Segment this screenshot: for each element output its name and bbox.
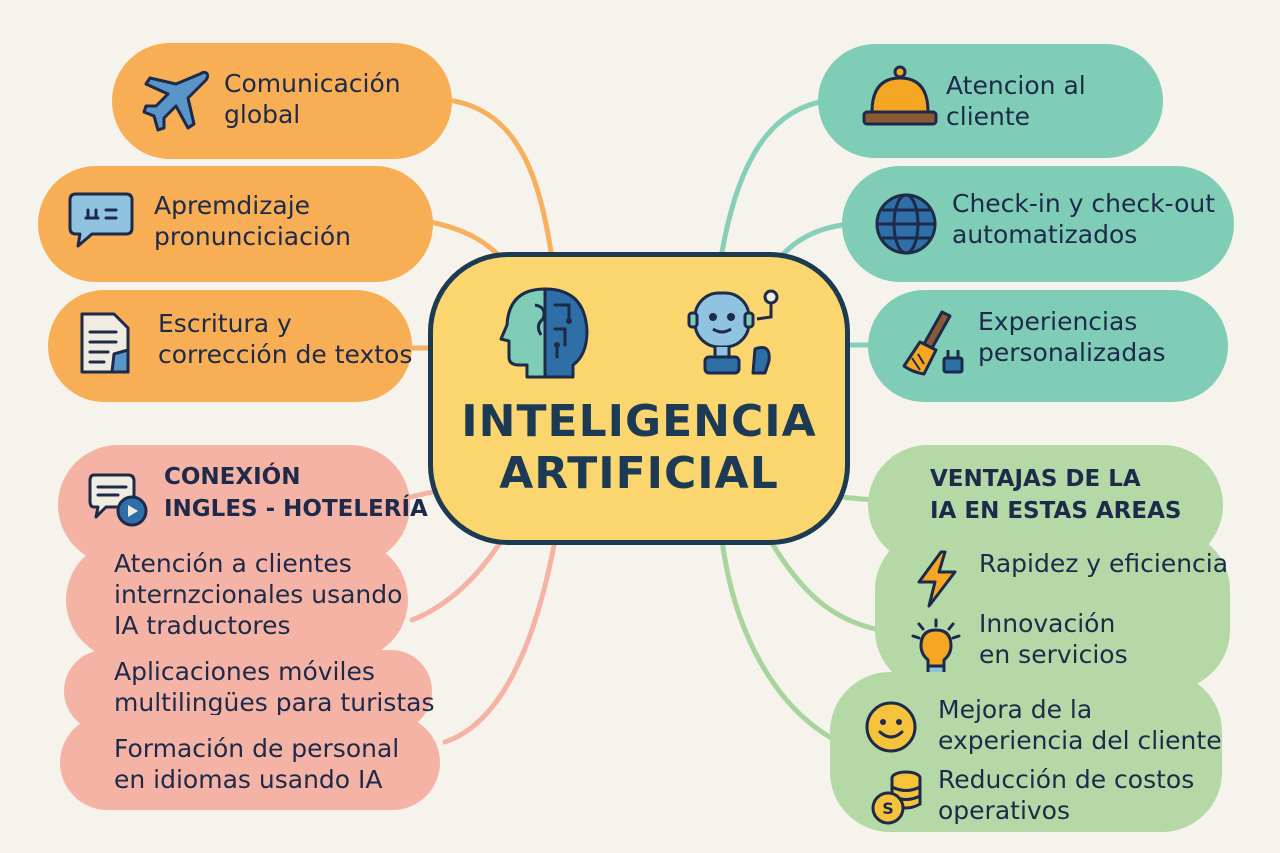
node-label: Atencion al cliente — [946, 71, 1086, 131]
document-icon — [76, 310, 136, 380]
connector-left-bottom-3 — [442, 537, 558, 745]
connector-right-top-1 — [719, 99, 823, 255]
service-bell-icon — [862, 64, 938, 134]
node-label-innovacion: Innovación en servicios — [979, 609, 1128, 669]
connector-left-top-1 — [445, 97, 555, 261]
connector-right-bottom-3 — [719, 537, 838, 743]
node-label: Apremdizaje pronunciciación — [154, 191, 351, 251]
node-escritura-correccion[interactable]: Escritura y corrección de textos — [48, 290, 412, 402]
node-label: Formación de personal en idiomas usando … — [114, 734, 400, 794]
speech-bubble-icon — [66, 190, 136, 256]
smiley-icon — [864, 700, 918, 758]
node-label: Check-in y check-out automatizados — [952, 189, 1216, 249]
node-label: Aplicaciones móviles multilingües para t… — [114, 657, 435, 717]
node-label-reduccion: Reducción de costos operativos — [938, 765, 1195, 825]
node-rapidez-innovacion[interactable]: Rapidez y eficiencia Innovación en servi… — [875, 530, 1230, 690]
ai-head-icon — [499, 285, 593, 385]
node-label-rapidez: Rapidez y eficiencia — [979, 549, 1229, 578]
node-aprendizaje-pronunciacion[interactable]: Apremdizaje pronunciciación — [38, 166, 433, 282]
node-label: Escritura y corrección de textos — [158, 309, 413, 369]
node-check-in-check-out[interactable]: Check-in y check-out automatizados — [842, 166, 1234, 282]
robot-icon — [685, 287, 781, 387]
chat-bubbles-icon — [88, 471, 150, 535]
node-label: Atención a clientes internzcionales usan… — [114, 549, 403, 640]
globe-icon — [872, 190, 940, 262]
svg-text:S: S — [882, 799, 894, 818]
node-mejora-reduccion[interactable]: Mejora de la experiencia del cliente S R… — [830, 672, 1222, 832]
lightning-icon — [913, 550, 961, 612]
node-label: Comunicación global — [224, 69, 401, 129]
node-formacion-personal[interactable]: Formación de personal en idiomas usando … — [60, 715, 440, 810]
node-comunicacion-global[interactable]: Comunicación global — [112, 43, 452, 159]
node-label: CONEXIÓN INGLES - HOTELERÍA — [164, 464, 428, 522]
node-label-mejora: Mejora de la experiencia del cliente — [938, 695, 1222, 755]
central-title-line-2: ARTIFICIAL — [499, 448, 779, 499]
broom-icon — [898, 308, 968, 384]
connector-left-bottom-2 — [409, 532, 508, 623]
coins-icon: S — [870, 770, 926, 830]
central-node[interactable]: INTELIGENCIA ARTIFICIAL — [428, 252, 850, 545]
node-experiencias-personalizadas[interactable]: Experiencias personalizadas — [868, 290, 1228, 402]
central-title-line-1: INTELIGENCIA — [461, 396, 817, 447]
node-atencion-cliente[interactable]: Atencion al cliente — [818, 44, 1163, 158]
node-atencion-clientes-internacionales[interactable]: Atención a clientes internzcionales usan… — [66, 540, 408, 660]
node-label: Experiencias personalizadas — [978, 307, 1166, 367]
node-label: VENTAJAS DE LA IA EN ESTAS AREAS — [930, 466, 1182, 524]
airplane-icon — [142, 68, 212, 138]
connector-right-bottom-2 — [767, 537, 883, 633]
